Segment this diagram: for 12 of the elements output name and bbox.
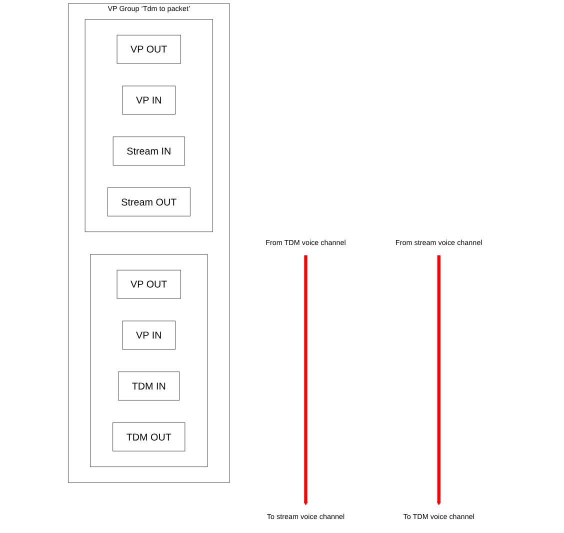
- cluster: [90, 254, 208, 468]
- node-box: Stream IN: [112, 136, 185, 166]
- node-box: TDM IN: [118, 372, 180, 400]
- node-box: TDM OUT: [112, 422, 186, 452]
- node-box: VP IN: [122, 86, 176, 115]
- node-box: VP OUT: [116, 270, 181, 299]
- cluster: [84, 19, 213, 232]
- node-box: Stream OUT: [107, 188, 190, 216]
- node-box: VP OUT: [116, 34, 181, 64]
- arrow: [304, 255, 308, 506]
- arrow: [436, 255, 441, 506]
- node-box: VP IN: [122, 320, 176, 350]
